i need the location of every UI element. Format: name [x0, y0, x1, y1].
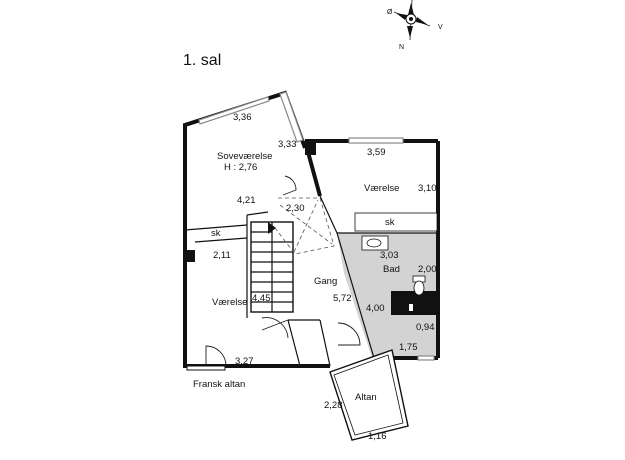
windows	[198, 91, 435, 361]
door-swings	[205, 175, 361, 367]
room-label-bedroom-left: Værelse	[212, 297, 247, 308]
dimension-label: 3,10	[418, 183, 437, 194]
dimension-label: 1,75	[399, 342, 418, 353]
dimension-label: 4,45	[252, 293, 271, 304]
room-label-french-balcony: Fransk altan	[193, 379, 245, 390]
dimension-label: 3,33	[278, 139, 297, 150]
bath-area	[337, 233, 438, 358]
dimension-label: 3,36	[233, 112, 252, 123]
compass-east-label: V	[438, 24, 443, 31]
column-left	[186, 250, 195, 262]
room-label-balcony: Altan	[355, 392, 377, 403]
compass-rose: Ø V N	[387, 0, 443, 51]
room-label-bedroom-main-height: H : 2,76	[224, 162, 257, 173]
room-label-bedroom-main: Soveværelse	[217, 151, 272, 162]
compass-west-label: Ø	[387, 9, 393, 16]
dimension-label: 3,59	[367, 147, 386, 158]
room-label-bedroom-right: Værelse	[364, 183, 399, 194]
dimension-label: 2,28	[324, 400, 343, 411]
room-label-hall: Gang	[314, 276, 337, 287]
dimension-label: 1,16	[368, 431, 387, 442]
room-label-bath: Bad	[383, 264, 400, 275]
closet-top-right	[354, 212, 438, 232]
dimension-label: 2,30	[286, 203, 305, 214]
french-balcony-rail	[186, 365, 226, 371]
dimension-label: 4,21	[237, 195, 256, 206]
dimension-label: 2,11	[213, 250, 231, 261]
room-label-closet-right: sk	[385, 217, 395, 228]
dimension-label: 4,00	[366, 303, 385, 314]
dimension-label: 2,00	[418, 264, 437, 275]
room-label-closet-left: sk	[211, 228, 221, 239]
overhead-dashed-lines	[274, 197, 335, 255]
dimension-label: 3,03	[380, 250, 399, 261]
column-top	[305, 142, 316, 155]
dimension-label: 0,94	[416, 322, 435, 333]
interior-walls	[184, 195, 438, 367]
balcony	[329, 349, 409, 441]
dimension-label: 5,72	[333, 293, 352, 304]
floor-title: 1. sal	[183, 52, 221, 69]
bath-fixtures	[361, 235, 437, 315]
staircase	[250, 221, 294, 313]
compass-north-label: N	[399, 44, 404, 51]
dimension-label: 3,27	[235, 356, 254, 367]
